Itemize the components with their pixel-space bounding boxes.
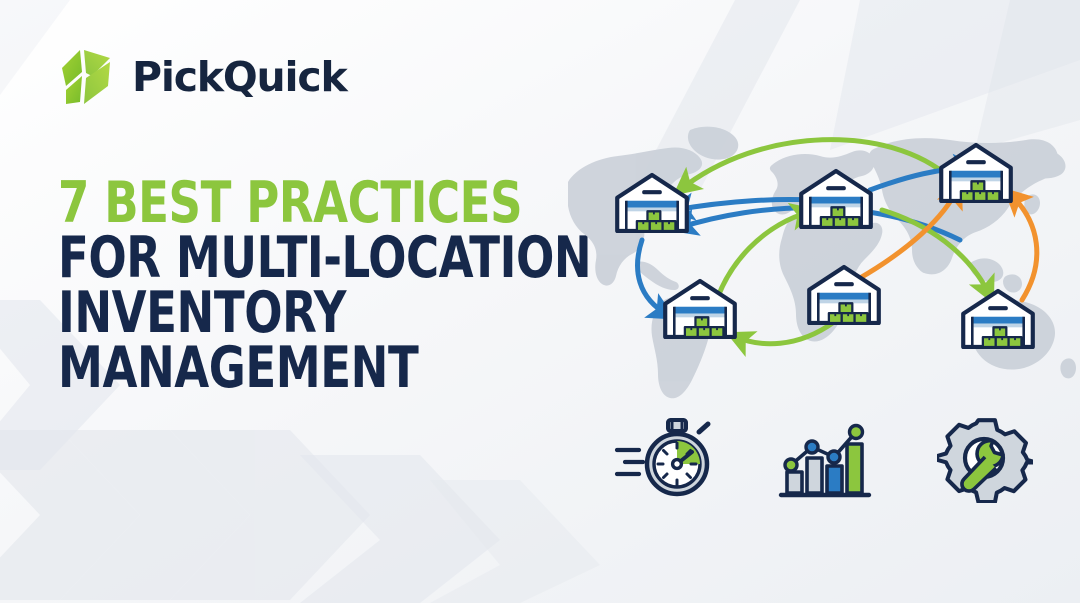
global-network-illustration xyxy=(540,110,1080,410)
headline-line-2: FOR MULTI-LOCATION xyxy=(58,225,592,291)
brand-name: PickQuick xyxy=(132,52,348,101)
headline-line-3: INVENTORY xyxy=(58,280,346,346)
route-africa-to-south-america xyxy=(725,319,837,358)
headline-block: 7 BEST PRACTICES FOR MULTI-LOCATION INVE… xyxy=(58,170,618,401)
route-oceania-to-asia xyxy=(1003,187,1040,303)
stopwatch-icon xyxy=(610,408,720,508)
gear-wrench-icon xyxy=(930,408,1040,508)
pickquick-bolt-diamond-logo-icon xyxy=(58,46,116,108)
feature-icon-row xyxy=(610,408,1040,508)
headline-line-4: MANAGEMENT xyxy=(58,335,419,401)
route-europe-to-oceania xyxy=(879,207,995,305)
brand-logo[interactable]: PickQuick xyxy=(58,46,348,108)
route-north-america-to-south-america xyxy=(635,237,676,320)
headline-line-1: 7 BEST PRACTICES xyxy=(58,170,523,236)
bar-chart-growth-icon xyxy=(770,408,880,508)
route-asia-to-north-america xyxy=(672,137,953,196)
